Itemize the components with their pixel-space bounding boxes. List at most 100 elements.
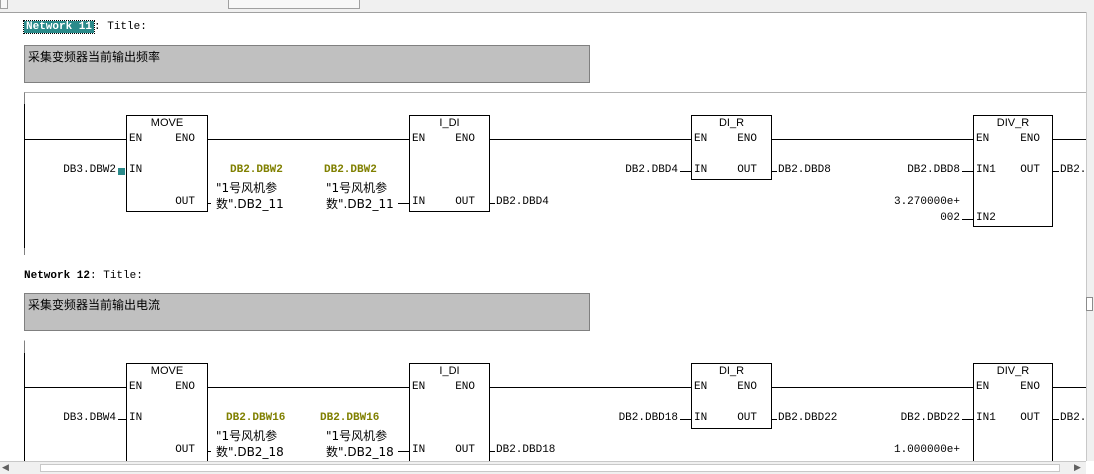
div-r-out-operand[interactable]: DB2.: [1060, 164, 1087, 176]
network-12-power-rail: [24, 353, 25, 461]
pin-en: EN: [694, 133, 708, 145]
network-12-title[interactable]: Network 12: Title:: [24, 270, 143, 282]
pin-in2: IN2: [976, 212, 996, 224]
block-name: DIV_R: [996, 117, 1030, 129]
i-di-out-operand[interactable]: DB2.DBD18: [496, 444, 556, 456]
network-11-title-suffix: : Title:: [94, 21, 147, 33]
block-name: I_DI: [439, 117, 460, 129]
out-stub: [489, 451, 495, 452]
move-in-operand[interactable]: DB3.DBW2: [63, 164, 116, 176]
rung-wire: [489, 139, 691, 140]
pin-in: IN: [694, 164, 708, 176]
edit-cursor: [118, 168, 125, 175]
scroll-left-arrow-icon[interactable]: ◀: [2, 463, 9, 473]
out-stub: [207, 203, 211, 204]
di-r-in-operand[interactable]: DB2.DBD18: [618, 412, 678, 424]
di-r-in-operand[interactable]: DB2.DBD4: [625, 164, 678, 176]
div-r-block[interactable]: DIV_R EN ENO IN1 OUT: [973, 363, 1053, 461]
network-12-title-suffix: : Title:: [90, 270, 143, 282]
move-in-operand[interactable]: DB3.DBW4: [63, 412, 116, 424]
block-name: I_DI: [439, 365, 460, 377]
i-di-in-symbol-line1: "1号风机参: [326, 181, 388, 195]
in-stub: [398, 203, 409, 204]
pin-in: IN: [412, 444, 426, 456]
i-di-in-symbol-address[interactable]: DB2.DBW2: [324, 164, 377, 176]
network-11-comment[interactable]: 采集变频器当前输出频率: [24, 45, 590, 83]
pin-eno: ENO: [175, 133, 195, 145]
div-r-out-operand[interactable]: DB2.: [1060, 412, 1087, 424]
di-r-out-operand[interactable]: DB2.DBD22: [778, 412, 838, 424]
vertical-scrollbar[interactable]: [1086, 12, 1094, 461]
i-di-block[interactable]: I_DI EN ENO IN OUT: [409, 363, 490, 461]
vertical-scroll-thumb[interactable]: [1086, 297, 1093, 311]
rung-wire: [207, 387, 409, 388]
network-11-title[interactable]: Network 11: Title:: [22, 20, 147, 34]
toolbar-segment: [0, 0, 8, 9]
pin-eno: ENO: [737, 133, 757, 145]
pin-out: OUT: [455, 444, 475, 456]
out-stub: [1053, 171, 1059, 172]
move-out-symbol-address[interactable]: DB2.DBW2: [230, 164, 283, 176]
move-out-symbol-address[interactable]: DB2.DBW16: [226, 412, 286, 424]
div-r-in1-operand[interactable]: DB2.DBD8: [907, 164, 960, 176]
pin-en: EN: [412, 381, 426, 393]
horizontal-scroll-thumb[interactable]: [40, 464, 1060, 472]
out-stub: [207, 451, 211, 452]
i-di-in-symbol-address[interactable]: DB2.DBW16: [320, 412, 380, 424]
div-r-in1-operand[interactable]: DB2.DBD22: [900, 412, 960, 424]
di-r-block[interactable]: DI_R EN ENO IN OUT: [691, 115, 772, 180]
in-stub: [680, 171, 691, 172]
pin-out: OUT: [737, 412, 757, 424]
pin-eno: ENO: [455, 133, 475, 145]
pin-en: EN: [976, 133, 990, 145]
pin-eno: ENO: [455, 381, 475, 393]
move-block[interactable]: MOVE EN ENO IN OUT: [126, 115, 208, 212]
move-out-symbol-line1: "1号风机参: [216, 429, 278, 443]
pin-in: IN: [694, 412, 708, 424]
pin-out: OUT: [737, 164, 757, 176]
pin-eno: ENO: [737, 381, 757, 393]
scroll-right-arrow-icon[interactable]: ▶: [1074, 463, 1081, 473]
div-r-in2-operand-line2[interactable]: 002: [940, 212, 960, 224]
di-r-block[interactable]: DI_R EN ENO IN OUT: [691, 363, 772, 429]
pin-en: EN: [129, 133, 143, 145]
in-stub: [962, 419, 973, 420]
i-di-in-symbol-line2: 数".DB2_11: [326, 197, 394, 211]
out-stub: [1053, 419, 1059, 420]
move-out-symbol-line2: 数".DB2_11: [216, 197, 284, 211]
pin-eno: ENO: [1020, 381, 1040, 393]
div-r-block[interactable]: DIV_R EN ENO IN1 OUT IN2: [973, 115, 1053, 227]
pin-en: EN: [412, 133, 426, 145]
network-12-label[interactable]: Network 12: [24, 270, 91, 282]
rung-wire: [207, 139, 409, 140]
i-di-in-symbol-line1: "1号风机参: [326, 429, 388, 443]
in-stub: [398, 451, 409, 452]
network-11-label[interactable]: Network 11: [22, 20, 96, 34]
block-name: DI_R: [718, 117, 745, 129]
div-r-in2-operand-line1[interactable]: 3.270000e+: [893, 196, 960, 208]
pin-in: IN: [129, 164, 143, 176]
in-stub: [962, 171, 973, 172]
i-di-in-symbol-line2: 数".DB2_18: [326, 445, 394, 459]
pin-en: EN: [129, 381, 143, 393]
move-block[interactable]: MOVE EN ENO IN OUT: [126, 363, 208, 461]
toolbar-segment: [228, 0, 360, 9]
di-r-out-operand[interactable]: DB2.DBD8: [778, 164, 831, 176]
i-di-block[interactable]: I_DI EN ENO IN OUT: [409, 115, 490, 212]
block-name: DIV_R: [996, 365, 1030, 377]
in-stub: [962, 219, 973, 220]
div-r-in2-operand-line1[interactable]: 1.000000e+: [893, 444, 960, 456]
rung-wire: [1053, 139, 1086, 140]
pin-out: OUT: [1020, 164, 1040, 176]
network-12-comment[interactable]: 采集变频器当前输出电流: [24, 293, 590, 331]
block-name: MOVE: [150, 365, 184, 377]
out-stub: [489, 203, 495, 204]
pin-out: OUT: [175, 196, 195, 208]
rung-wire: [25, 139, 126, 140]
rung-wire: [25, 387, 126, 388]
out-stub: [771, 419, 777, 420]
rung-wire: [1053, 387, 1086, 388]
in-stub: [680, 419, 691, 420]
i-di-out-operand[interactable]: DB2.DBD4: [496, 196, 549, 208]
horizontal-scrollbar[interactable]: ◀ ▶: [0, 461, 1086, 474]
